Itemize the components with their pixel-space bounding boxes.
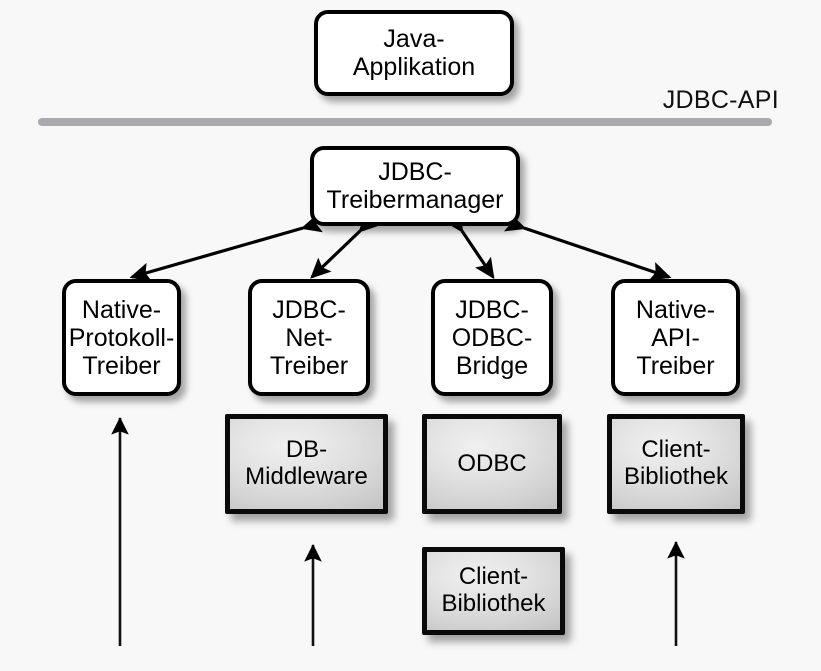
node-jdbc-net-driver[interactable]: JDBC- Net- Treiber [248,279,370,396]
connector-manager-native-protocol-driver [129,213,323,282]
node-jdbc-driver-manager[interactable]: JDBC- Treibermanager [310,146,520,226]
connector-manager-jdbc-odbc-bridge [444,210,495,280]
jdbc-api-label: JDBC-API [662,86,779,114]
node-native-protocol-driver[interactable]: Native- Protokoll- Treiber [62,279,181,396]
connector-manager-native-api-driver [503,213,672,281]
node-odbc[interactable]: ODBC [422,414,562,514]
node-db-middleware[interactable]: DB- Middleware [225,414,388,514]
node-client-library-right[interactable]: Client- Bibliothek [607,414,745,514]
node-jdbc-odbc-bridge[interactable]: JDBC- ODBC- Bridge [431,279,553,396]
jdbc-api-separator-bar [38,118,772,126]
node-native-api-driver[interactable]: Native- API- Treiber [611,279,740,396]
node-client-library-center[interactable]: Client- Bibliothek [422,547,565,635]
connector-manager-jdbc-net-driver [310,211,380,279]
node-java-application[interactable]: Java- Applikation [314,10,514,96]
